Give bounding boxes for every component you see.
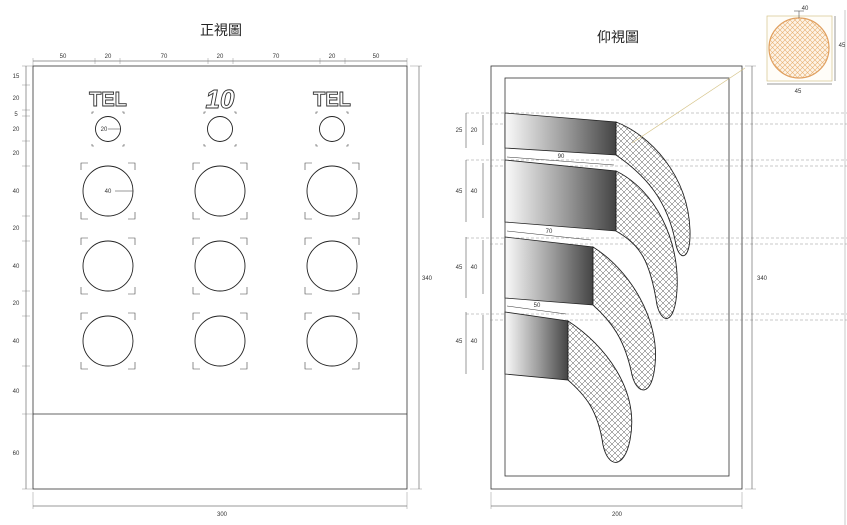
block-3-length: 70 [546, 229, 553, 235]
block-4-length: 50 [534, 303, 541, 309]
hole-r1-c2 [194, 165, 246, 217]
label-tel-right: TEL [313, 89, 351, 111]
left-dim-6: 40 [13, 189, 20, 195]
bottom-height-dimension: 340 [745, 65, 768, 490]
block-3-outer: 45 [456, 265, 463, 271]
left-dim-11: 40 [13, 389, 20, 395]
large-holes: 40 [80, 162, 360, 370]
top-dim-7: 50 [373, 54, 380, 60]
hole-r2-c3 [306, 240, 358, 292]
top-dimension-chain: 50 20 70 20 70 20 50 [32, 54, 408, 66]
top-dim-1: 50 [60, 54, 67, 60]
block-1-inner: 20 [471, 128, 478, 134]
top-dim-6: 20 [329, 54, 336, 60]
hole-r2-c2 [194, 240, 246, 292]
block-2-length: 90 [558, 154, 565, 160]
block-dimensions: 25 20 45 40 45 40 45 40 [456, 113, 484, 374]
front-width-dimension: 300 [32, 492, 408, 518]
label-tel-left: TEL [89, 89, 127, 111]
bars [504, 112, 617, 381]
bar-1 [504, 112, 617, 156]
hole-r3-c1 [82, 315, 134, 367]
small-holes: 20 [91, 111, 349, 147]
left-dimension-chain: 15 20 5 20 20 40 20 40 20 40 40 60 [13, 65, 33, 490]
detail-circle [768, 17, 830, 79]
bottom-overall-height: 340 [757, 276, 768, 282]
block-4-inner: 40 [471, 339, 478, 345]
bar-2 [504, 159, 617, 232]
top-dim-4: 20 [217, 54, 224, 60]
block-2-outer: 45 [456, 189, 463, 195]
front-overall-height: 340 [422, 276, 433, 282]
detail-right-dim: 45 [839, 43, 846, 49]
block-1-outer: 25 [456, 128, 463, 134]
detail-top-dim: 40 [802, 6, 809, 12]
front-view: 正視圖 50 20 70 20 70 20 50 [13, 23, 433, 518]
bottom-overall-width: 200 [612, 512, 623, 518]
detail-bottom-dim: 45 [795, 89, 802, 95]
front-overall-width: 300 [217, 512, 228, 518]
left-dim-7: 20 [13, 226, 20, 232]
length-dimensions: 90 70 50 [506, 154, 615, 315]
small-hole-center [207, 116, 233, 142]
top-dim-5: 70 [273, 54, 280, 60]
bottom-view-title: 仰視圖 [597, 30, 639, 46]
hole-r3-c3 [306, 315, 358, 367]
tail-3 [592, 246, 656, 391]
left-dim-1: 15 [13, 74, 20, 80]
block-4-outer: 45 [456, 339, 463, 345]
left-dim-3: 5 [14, 112, 18, 118]
front-view-title: 正視圖 [200, 23, 242, 39]
left-dim-4: 20 [13, 127, 20, 133]
left-dim-12: 60 [13, 451, 20, 457]
tail-1 [615, 121, 691, 257]
block-2-inner: 40 [471, 189, 478, 195]
label-ten: 10 [206, 84, 235, 114]
left-dim-8: 40 [13, 264, 20, 270]
bottom-panel-outer [490, 65, 743, 490]
front-panel-outline [32, 65, 408, 490]
bar-3 [504, 236, 594, 306]
tail-2 [615, 170, 678, 319]
small-hole-note: 20 [101, 127, 108, 133]
left-dim-9: 20 [13, 301, 20, 307]
bar-4 [504, 311, 569, 381]
hole-r2-c1 [82, 240, 134, 292]
left-dim-2: 20 [13, 96, 20, 102]
front-height-dimension: 340 [410, 65, 433, 490]
hole-r1-c3 [306, 165, 358, 217]
block-3-inner: 40 [471, 265, 478, 271]
hole-r3-c2 [194, 315, 246, 367]
left-dim-5: 20 [13, 151, 20, 157]
left-dim-10: 40 [13, 339, 20, 345]
tail-4 [567, 320, 633, 463]
hole-note: 40 [105, 189, 112, 195]
top-dim-2: 20 [105, 54, 112, 60]
detail-callout: 40 45 45 [631, 6, 846, 144]
curved-tails [567, 121, 691, 463]
detail-leader-line [631, 67, 746, 144]
small-hole-right [319, 116, 345, 142]
bottom-width-dimension: 200 [490, 492, 743, 518]
bottom-view: 仰視圖 [456, 10, 847, 525]
top-dim-3: 70 [161, 54, 168, 60]
